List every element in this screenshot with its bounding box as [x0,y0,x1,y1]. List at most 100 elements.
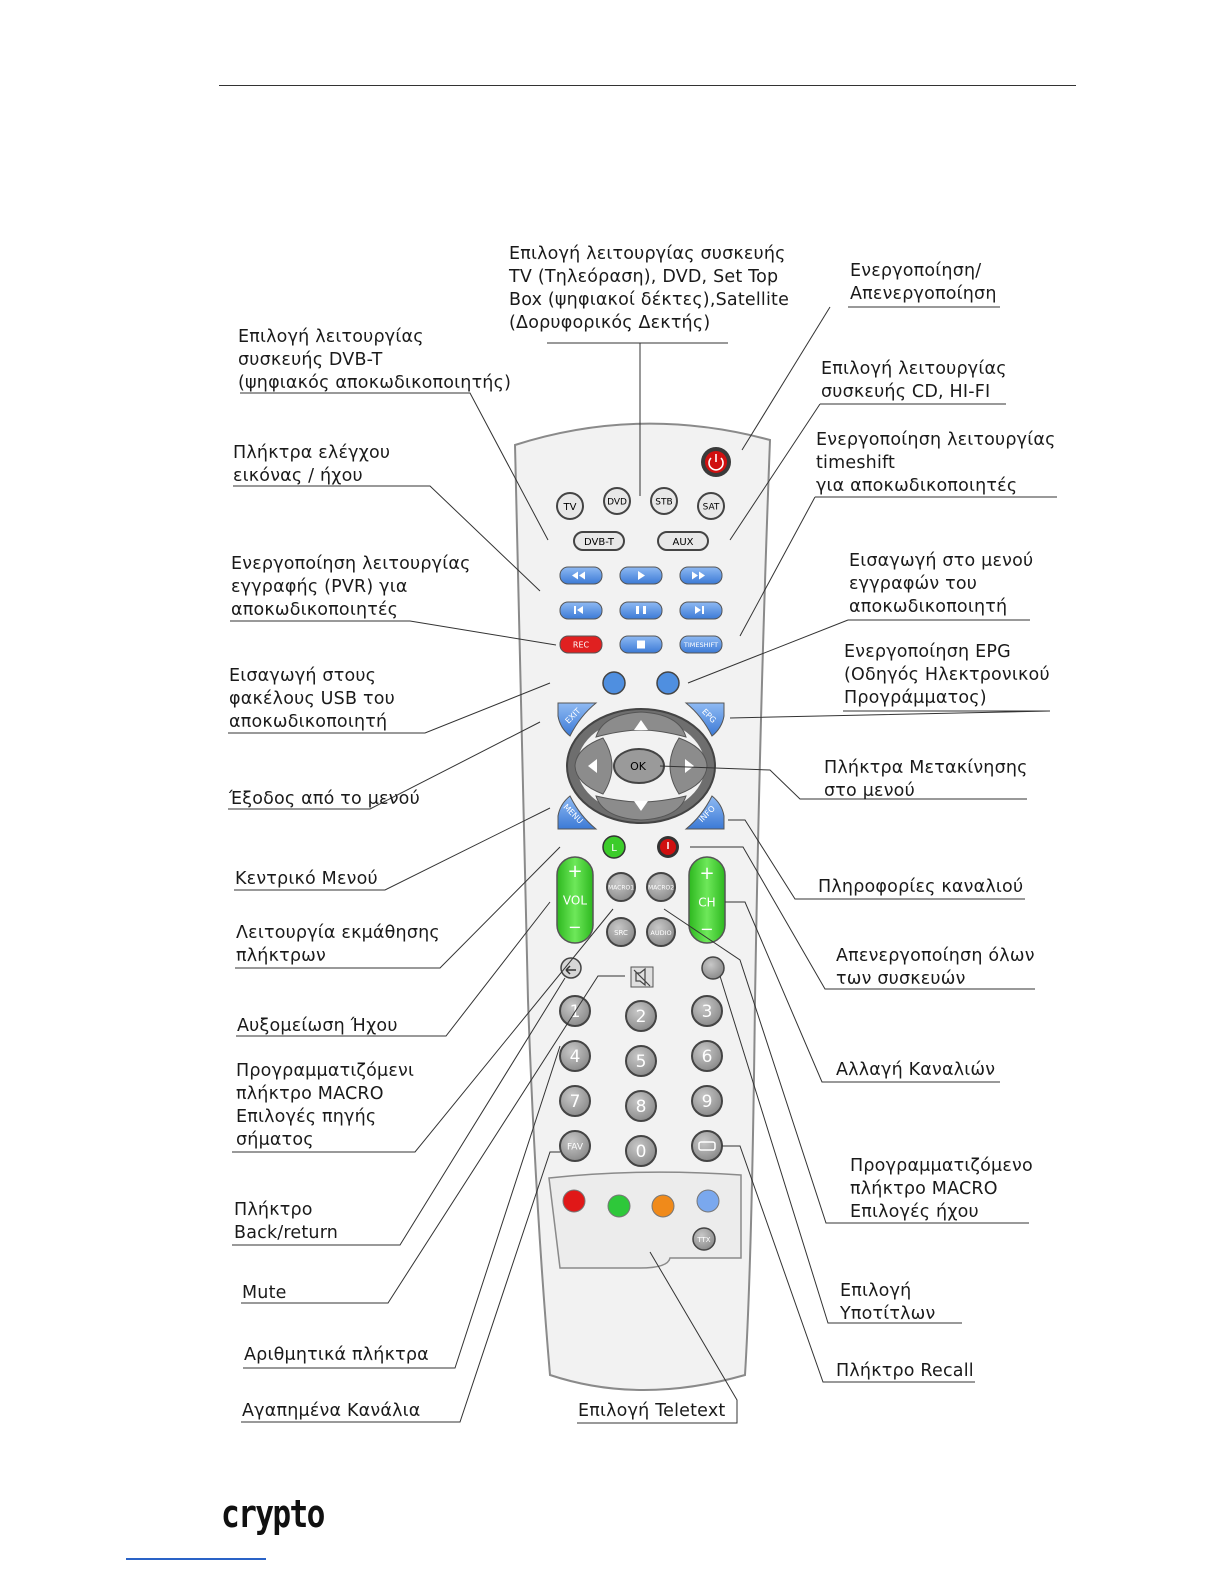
back-button[interactable] [560,957,582,979]
mute-button[interactable] [630,966,654,988]
usb-button[interactable] [602,671,626,695]
rec-button[interactable]: REC [559,635,603,654]
svg-text:TV: TV [563,502,577,513]
label-recall: Πλήκτρο Recall [836,1361,974,1381]
svg-text:+: + [699,863,714,884]
digit-6-button-label: 6 [702,1047,713,1067]
aux-button[interactable]: AUX [657,531,709,551]
previous-button[interactable] [559,601,603,620]
epg-button[interactable]: EPG [684,702,725,737]
channel-rocker[interactable]: + CH − [688,856,726,944]
dvbt-button[interactable]: DVB-T [573,531,625,551]
rewind-button[interactable] [559,566,603,585]
nav-left-button[interactable] [574,737,613,795]
label-channel-change: Αλλαγή Καναλιών [836,1060,996,1080]
ok-button[interactable]: OK [613,748,665,784]
red-key[interactable] [562,1189,586,1213]
recordings-button[interactable] [656,671,680,695]
header-rule [219,85,1076,86]
green-key[interactable] [607,1194,631,1218]
macro2-button[interactable]: MACRO2 [646,872,676,902]
digit-8-button[interactable]: 8 [625,1090,657,1122]
digit-5-button-label: 5 [636,1052,647,1072]
digit-5-button[interactable]: 5 [625,1045,657,1077]
label-teletext: Επιλογή Teletext [578,1401,726,1421]
audio-button[interactable]: AUDIO [646,917,676,947]
sat-button[interactable]: SAT [697,492,725,520]
label-volume: Αυξομείωση Ήχου [237,1016,398,1036]
exit-button[interactable]: EXIT [557,702,598,737]
digit-4-button-label: 4 [570,1047,581,1067]
nav-down-button[interactable] [595,795,687,821]
info-button[interactable]: INFO [684,795,725,830]
digit-9-button[interactable]: 9 [691,1085,723,1117]
timeshift-button[interactable]: TIMESHIFT [679,635,723,654]
label-exit: Έξοδος από το μενού [229,789,420,809]
fav-button-label: FAV [567,1143,584,1153]
pause-button[interactable] [619,601,663,620]
digit-8-button-label: 8 [636,1097,647,1117]
back-icon [565,965,576,975]
menu-button[interactable]: MENU [557,795,598,830]
svg-text:STB: STB [655,498,672,508]
label-numeric: Αριθμητικά πλήκτρα [244,1345,429,1365]
tv-button[interactable]: TV [556,492,584,520]
svg-text:DVB-T: DVB-T [584,537,615,548]
nav-up-button[interactable] [595,711,687,738]
ttx-button[interactable]: TTX [692,1227,716,1251]
dvd-button[interactable]: DVD [603,487,631,515]
color-key-panel [548,1171,742,1269]
svg-text:OK: OK [630,760,647,773]
power-button[interactable] [701,447,731,477]
digit-0-button[interactable]: 0 [625,1135,657,1167]
volume-rocker[interactable]: + VOL − [556,856,594,944]
digit-3-button[interactable]: 3 [691,995,723,1027]
stop-button[interactable] [619,635,663,654]
recall-button[interactable] [691,1130,723,1162]
svg-text:AUX: AUX [672,537,693,548]
label-favorites: Αγαπημένα Κανάλια [242,1401,421,1421]
svg-text:L: L [611,843,617,854]
next-button[interactable] [679,601,723,620]
svg-text:VOL: VOL [563,894,587,908]
subtitles-button[interactable] [701,956,725,980]
digit-2-button-label: 2 [636,1007,647,1027]
digit-9-button-label: 9 [702,1092,713,1112]
brand-logo: crypto [221,1492,325,1536]
digit-4-button[interactable]: 4 [559,1040,591,1072]
blue-key[interactable] [696,1189,720,1213]
macro1-button[interactable]: MACRO1 [606,872,636,902]
svg-text:TTX: TTX [696,1236,710,1244]
yellow-key[interactable] [651,1194,675,1218]
fav-button[interactable]: FAV [559,1130,591,1162]
svg-text:−: − [700,920,713,939]
svg-text:+: + [567,861,582,882]
digit-2-button[interactable]: 2 [625,1000,657,1032]
all-off-button[interactable] [657,836,679,858]
learn-button[interactable]: L [602,835,626,859]
fast-forward-button[interactable] [679,566,723,585]
play-button[interactable] [619,566,663,585]
nav-right-button[interactable] [669,737,708,795]
leader-lines [228,306,1057,1424]
digit-6-button[interactable]: 6 [691,1040,723,1072]
mute-icon [633,967,651,987]
src-button[interactable]: SRC [606,917,636,947]
digit-7-button[interactable]: 7 [559,1085,591,1117]
stb-button[interactable]: STB [650,487,678,515]
svg-text:AUDIO: AUDIO [650,929,671,937]
